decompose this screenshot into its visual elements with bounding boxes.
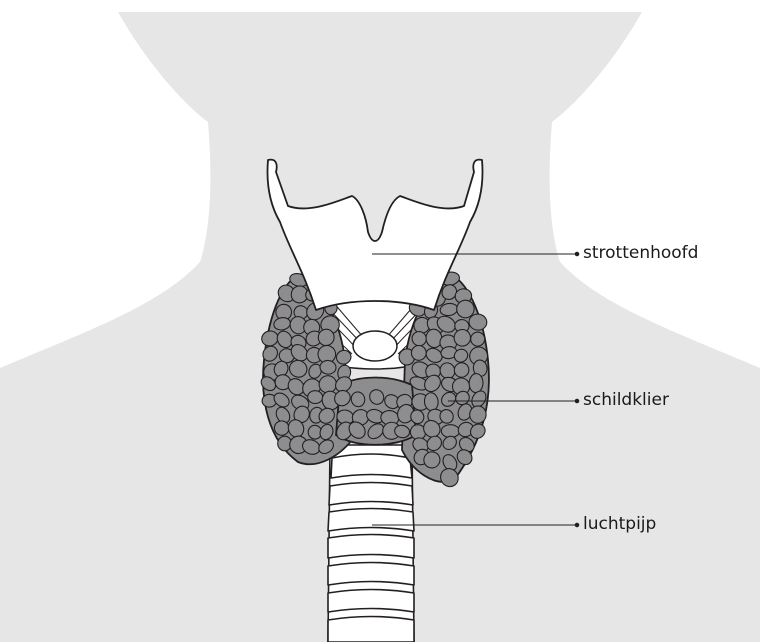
trachea-ring [328,509,414,532]
trachea [328,445,414,642]
thyroid-lobule [441,425,459,438]
thyroid-lobule [308,391,323,404]
thyroid-lobule [469,373,484,393]
larynx-leader-dot [575,252,579,256]
trachea-ring [328,617,414,642]
trachea-ring [328,563,414,586]
thyroid-leader-dot [575,399,579,403]
trachea-ring [328,590,414,613]
larynx-label: strottenhoofd [583,245,698,262]
trachea-ring [328,535,414,559]
trachea-ring [331,454,412,478]
thyroid-label: schildklier [583,392,669,409]
trachea-label: luchtpijp [583,516,656,533]
cricoid-ring [353,331,397,361]
trachea-ring [329,483,413,506]
trachea-leader-dot [575,523,579,527]
thyroid-lobule [469,405,486,423]
